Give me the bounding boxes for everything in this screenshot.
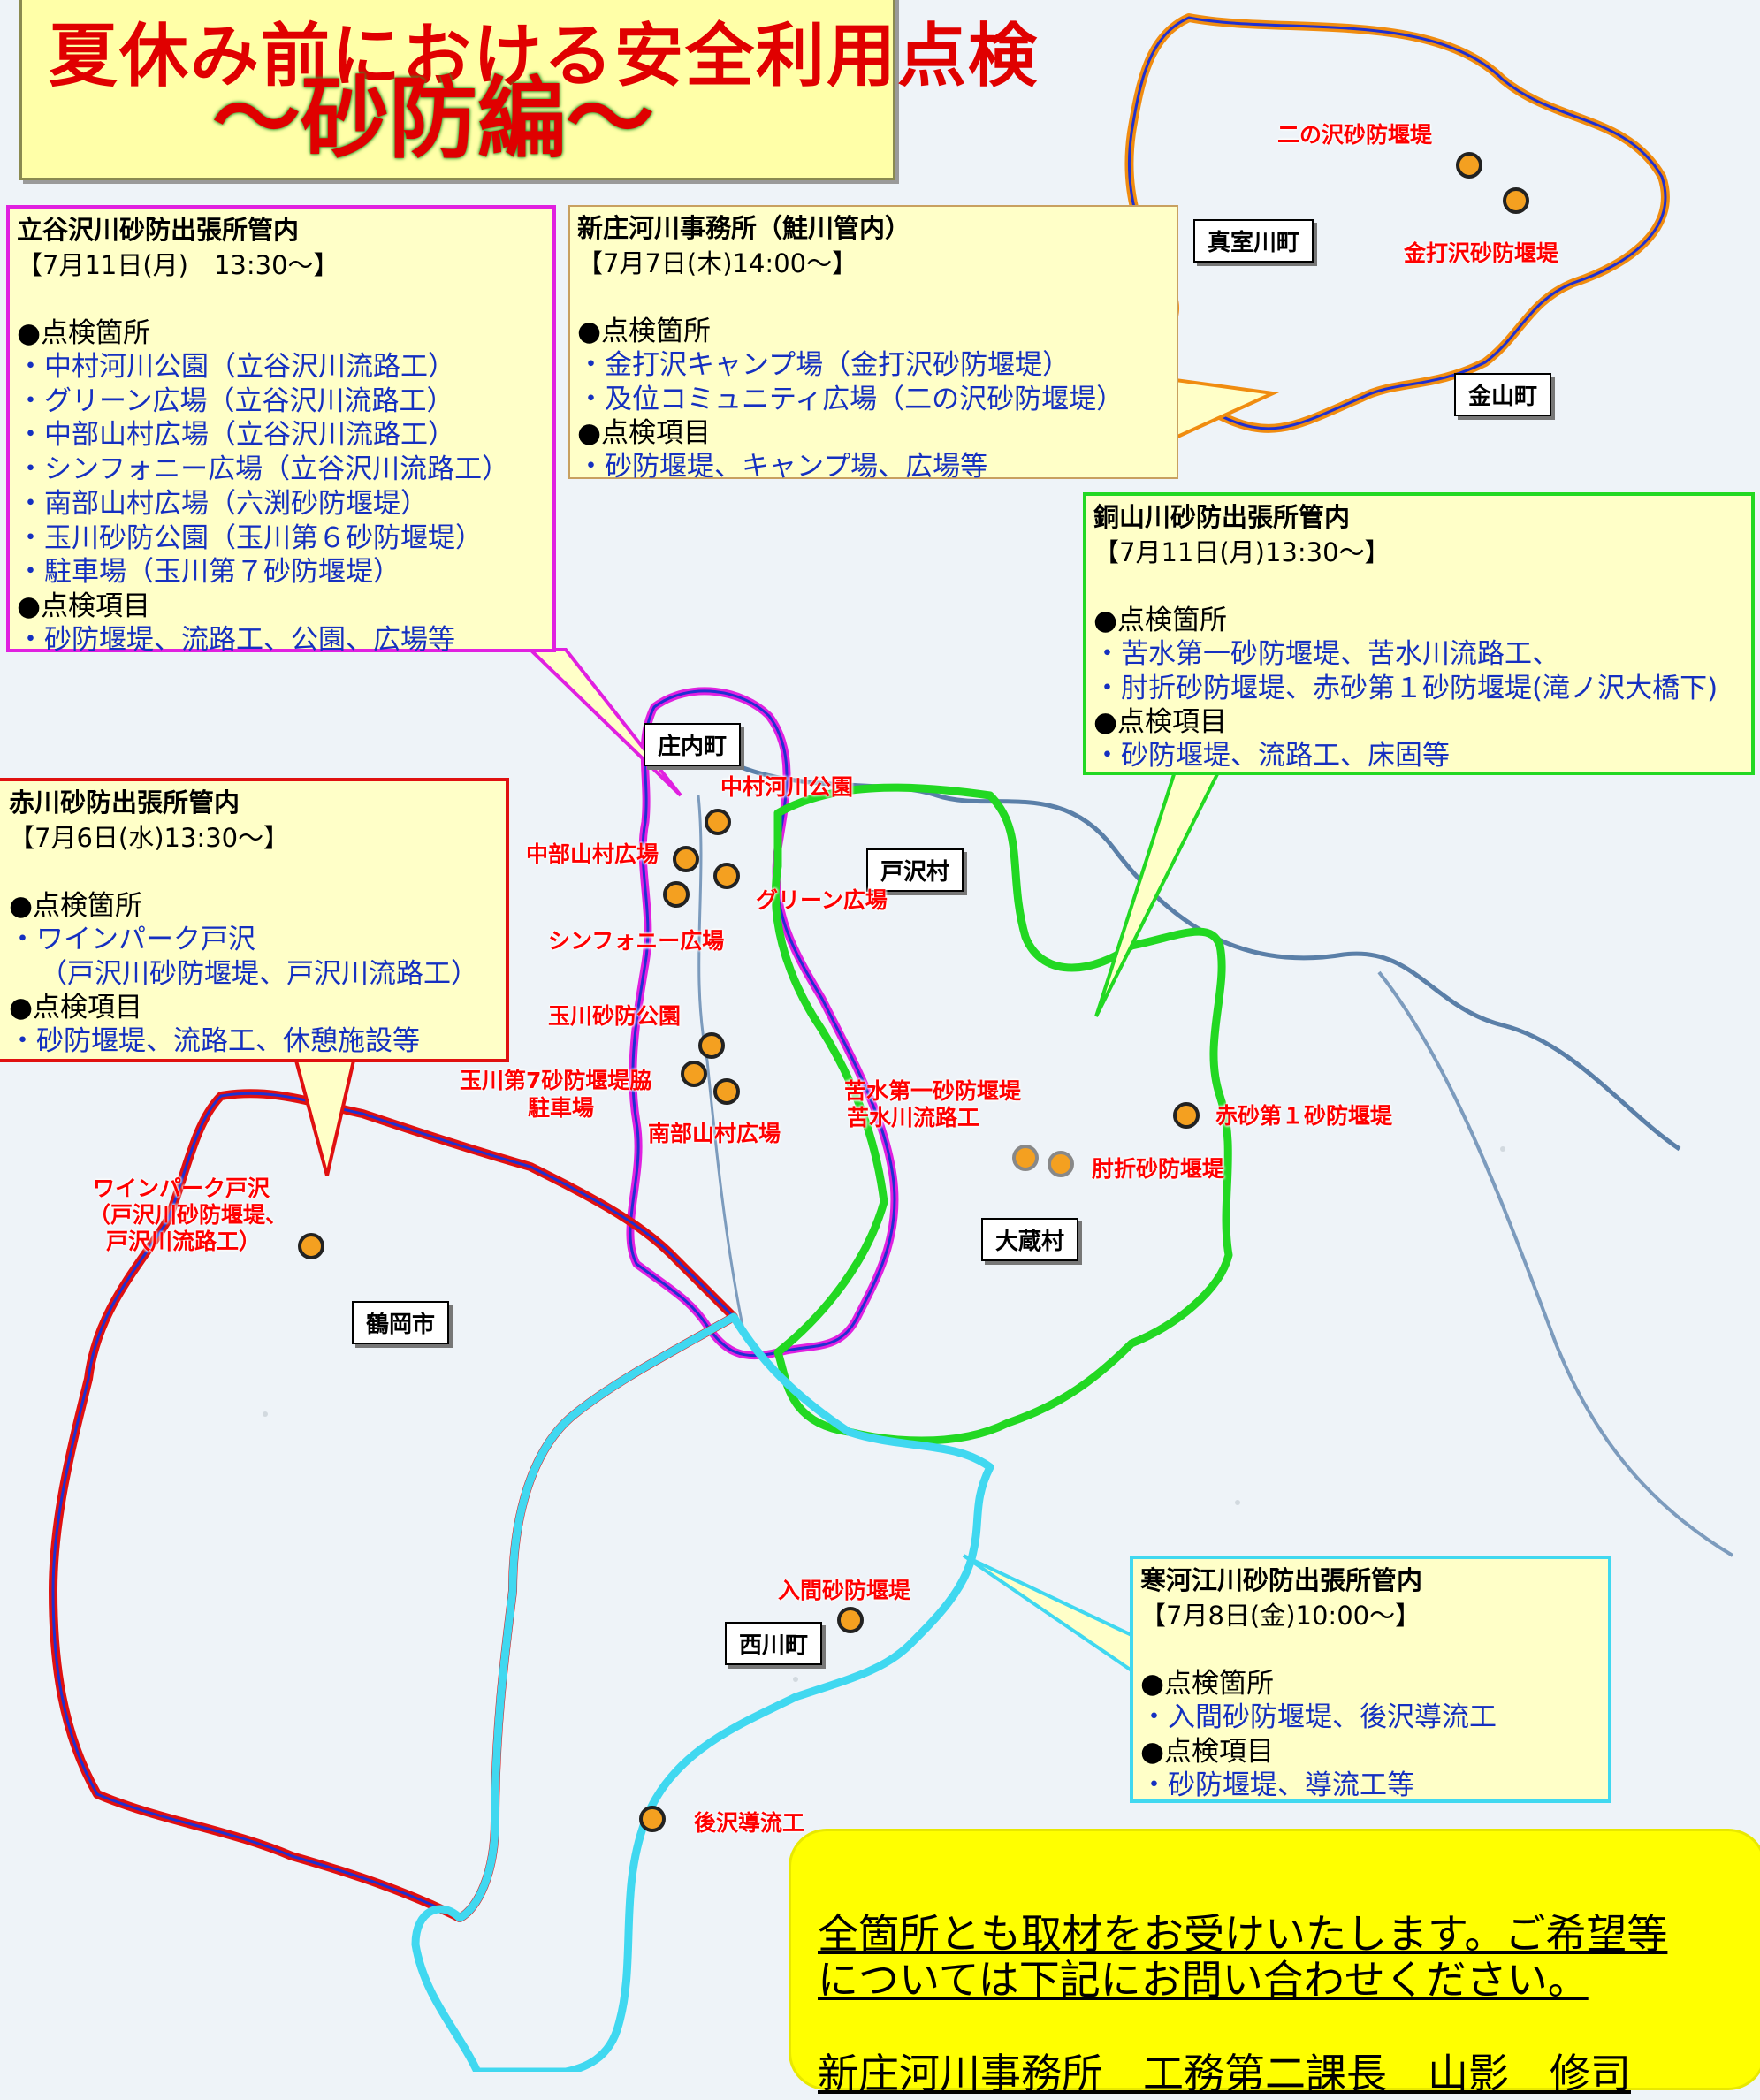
callout-dozan: 銅山川砂防出張所管内 【7月11日(月)13:30〜】 ●点検箇所 ・苦水第一砂… (1083, 492, 1755, 775)
site-marker-nanbu (713, 1078, 740, 1105)
label-nishikawa: 西川町 (725, 1622, 823, 1665)
label-tozawa: 戸沢村 (866, 848, 964, 892)
site-item: ・肘折砂防堰堤、赤砂第１砂防堰堤(滝ノ沢大橋下) (1093, 672, 1718, 704)
region-dozan-boundary (771, 783, 1233, 1445)
site-item: ・南部山村広場（六渕砂防堰堤） (17, 487, 428, 520)
site-label-symphony: シンフォニー広場 (548, 928, 725, 954)
callout-date: 【7月6日(水)13:30〜】 (9, 823, 290, 853)
site-marker-akasuna (1173, 1102, 1200, 1129)
sites-heading: ●点検箇所 (17, 317, 151, 349)
site-marker-iruma (837, 1607, 864, 1633)
site-label-akasuna: 赤砂第１砂防堰堤 (1215, 1103, 1393, 1129)
label-tsuruoka: 鶴岡市 (352, 1301, 450, 1344)
site-label-tamagawa7b: 駐車場 (528, 1095, 595, 1121)
callout-date: 【7月11日(月)13:30〜】 (1093, 537, 1390, 567)
sites-heading: ●点検箇所 (1140, 1668, 1275, 1700)
sites-heading: ●点検箇所 (577, 316, 712, 347)
contact-box: 全箇所とも取材をお受けいたします。ご希望等 については下記にお問い合わせください… (791, 1831, 1760, 2097)
items-heading: ●点検項目 (1140, 1735, 1275, 1768)
callout-header: 寒河江川砂防出張所管内 (1140, 1565, 1423, 1595)
label-kaneyama: 金山町 (1454, 373, 1552, 416)
site-item: ・シンフォニー広場（立谷沢川流路工） (17, 453, 510, 486)
contact-line1: 全箇所とも取材をお受けいたします。ご希望等 (818, 1910, 1668, 1958)
site-item: （戸沢川砂防堰堤、戸沢川流路工） (40, 957, 478, 990)
contact-line3: 新庄河川事務所 工務第二課長 山影 修司 (818, 2050, 1631, 2097)
site-marker-hijiori (1048, 1151, 1074, 1177)
callout-shinjo: 新庄河川事務所（鮭川管内） 【7月7日(木)14:00〜】 ●点検箇所 ・金打沢… (568, 205, 1178, 483)
check-item: ・砂防堰堤、キャンプ場、広場等 (577, 451, 988, 483)
site-item: ・ワインパーク戸沢 (9, 924, 255, 955)
site-label-nanbu: 南部山村広場 (648, 1121, 781, 1146)
site-label-wine-a: ワインパーク戸沢 (93, 1176, 270, 1201)
site-item: ・駐車場（玉川第７砂防堰堤） (17, 556, 400, 589)
site-item: ・中部山村広場（立谷沢川流路工） (17, 419, 455, 452)
callout-date: 【7月11日(月) 13:30〜】 (17, 250, 339, 280)
site-marker-tamagawa (698, 1032, 725, 1059)
callout-header: 新庄河川事務所（鮭川管内） (577, 213, 911, 243)
check-item: ・砂防堰堤、流路工、休憩施設等 (9, 1025, 420, 1058)
title-line2: 〜砂防編〜 (212, 67, 654, 171)
title-banner: 夏休み前における安全利用点検 〜砂防編〜 (19, 0, 1037, 180)
callout-header: 立谷沢川砂防出張所管内 (17, 215, 300, 245)
site-label-hijiori: 肘折砂防堰堤 (1092, 1156, 1225, 1182)
site-item: ・中村河川公園（立谷沢川流路工） (17, 351, 455, 383)
site-marker-tamagawa7 (681, 1061, 707, 1087)
title-line1: 夏休み前における安全利用点検 (49, 17, 1040, 96)
callout-date: 【7月7日(木)14:00〜】 (577, 248, 858, 278)
site-label-nigamizu-b: 苦水川流路工 (847, 1105, 980, 1130)
site-label-wine-c: 戸沢川流路工） (106, 1229, 262, 1254)
sites-heading: ●点検箇所 (1093, 605, 1228, 636)
site-label-tamagawa: 玉川砂防公園 (548, 1003, 682, 1029)
label-mamurogawa: 真室川町 (1193, 219, 1314, 262)
callout-header: 赤川砂防出張所管内 (9, 788, 240, 818)
river-tachiyazawa (697, 795, 744, 1327)
check-item: ・砂防堰堤、流路工、公園、広場等 (17, 623, 455, 656)
site-label-iruma: 入間砂防堰堤 (778, 1578, 911, 1603)
site-label-tamagawa7a: 玉川第7砂防堰堤脇 (460, 1068, 652, 1093)
site-item: ・金打沢キャンプ場（金打沢砂防堰堤） (577, 349, 1070, 381)
region-sagae-boundary (411, 1312, 994, 2072)
site-label-kanauchizawa: 金打沢砂防堰堤 (1404, 240, 1559, 266)
site-label-wine-b: （戸沢川砂防堰堤、 (88, 1202, 288, 1228)
site-label-ushirosawa: 後沢導流工 (694, 1810, 805, 1836)
items-heading: ●点検項目 (17, 590, 151, 622)
site-item: ・グリーン広場（立谷沢川流路工） (17, 384, 454, 417)
site-label-chubu: 中部山村広場 (526, 841, 659, 867)
items-heading: ●点検項目 (577, 417, 712, 450)
items-heading: ●点検項目 (9, 992, 143, 1024)
site-marker-symphony (663, 881, 690, 908)
callout-akagawa: 赤川砂防出張所管内 【7月6日(水)13:30〜】 ●点検箇所 ・ワインパーク戸… (0, 778, 509, 1062)
label-shonai: 庄内町 (644, 723, 742, 766)
site-marker-chubu (673, 846, 699, 872)
site-marker-nigamizu (1012, 1145, 1039, 1171)
check-item: ・砂防堰堤、流路工、床固等 (1093, 740, 1450, 772)
site-marker-wine (298, 1233, 324, 1259)
site-item: ・苦水第一砂防堰堤、苦水川流路工、 (1093, 638, 1559, 670)
site-item: ・及位コミュニティ広場（二の沢砂防堰堤） (577, 383, 1124, 415)
river-branch (1377, 970, 1734, 1557)
site-label-ninosawa: 二の沢砂防堰堤 (1277, 122, 1433, 148)
callout-date: 【7月8日(金)10:00〜】 (1140, 1601, 1421, 1631)
site-label-nakamura: 中村河川公園 (720, 774, 854, 800)
site-marker-ninosawa (1456, 152, 1482, 179)
check-item: ・砂防堰堤、導流工等 (1140, 1769, 1414, 1801)
callout-header: 銅山川砂防出張所管内 (1093, 502, 1351, 532)
site-item: ・入間砂防堰堤、後沢導流工 (1140, 1701, 1497, 1733)
items-heading: ●点検項目 (1093, 706, 1228, 739)
site-marker-green (713, 863, 740, 889)
site-item: ・玉川砂防公園（玉川第６砂防堰堤） (17, 521, 483, 554)
callout-sagae: 寒河江川砂防出張所管内 【7月8日(金)10:00〜】 ●点検箇所 ・入間砂防堰… (1130, 1556, 1611, 1803)
site-label-nigamizu-a: 苦水第一砂防堰堤 (844, 1078, 1022, 1104)
contact-line2: については下記にお問い合わせください。 (818, 1956, 1589, 2004)
site-marker-ushirosawa (639, 1806, 666, 1832)
callout-tachiyazawa: 立谷沢川砂防出張所管内 【7月11日(月) 13:30〜】 ●点検箇所 ・中村河… (6, 205, 556, 656)
sites-heading: ●点検箇所 (9, 890, 143, 922)
site-marker-nakamura (705, 809, 731, 835)
site-label-green: グリーン広場 (756, 887, 888, 913)
label-okura: 大蔵村 (981, 1218, 1079, 1261)
site-marker-kanauchizawa (1503, 187, 1529, 214)
